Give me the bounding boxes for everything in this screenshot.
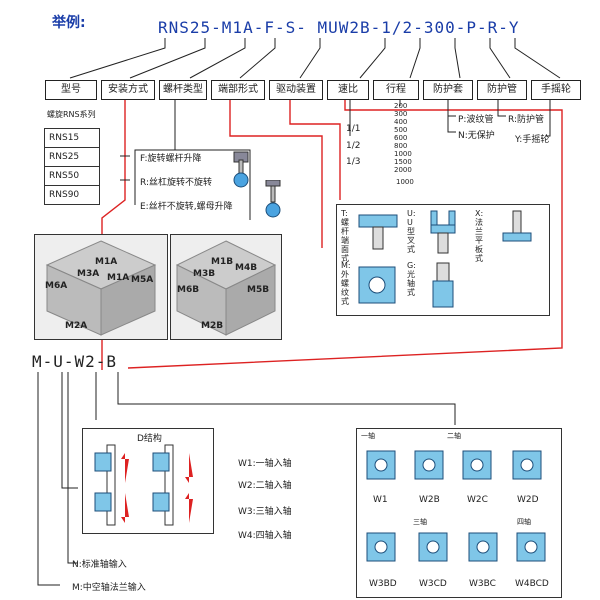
code-box-end: 端部形式 [211, 80, 265, 100]
mount-label: M3B [193, 269, 216, 279]
code-box-boot: 防护套 [423, 80, 473, 100]
example-label: 举例: [52, 15, 86, 31]
tube-r: R:防护管 [508, 115, 545, 125]
shaft-label: W3BC [469, 579, 496, 589]
end-form-t-icon [358, 214, 398, 250]
structure-panel: D结构 [82, 428, 214, 534]
series-item: RNS90 [49, 190, 80, 200]
end-forms-panel: T:螺杆端面式 U:U型叉式 X:法兰平板式 M:外螺纹式 G:光轴式 [336, 204, 550, 316]
stroke-list: 200 300 400 500 600 800 1000 1500 2000 [394, 102, 412, 174]
mount-label: M5B [247, 285, 270, 295]
mount-label: M6B [177, 285, 200, 295]
mount-label: M4B [235, 263, 258, 273]
input-w2: W2:二轴入轴 [238, 481, 292, 491]
structure-graphic [94, 444, 193, 526]
end-form-u-icon [430, 210, 456, 254]
mount-left-graphic [45, 240, 157, 336]
end-form-t-label: T:螺杆端面式 [341, 209, 349, 263]
structure-title: D结构 [137, 434, 162, 444]
shaft-label: W4BCD [515, 579, 549, 589]
ratio-2: 1/2 [346, 141, 361, 151]
shaft-panel: 一轴 二轴 三轴 四轴 W1 W2B W2C W2D W3BD W3CD W3B… [356, 428, 562, 598]
end-form-x-label: X:法兰平板式 [475, 209, 484, 263]
series-item: RNS50 [45, 167, 99, 186]
boot-n: N:无保护 [458, 131, 495, 141]
mount-diagram-right: M1B M4B M5B M6B M2B M3B [170, 234, 282, 340]
shaft-label: W2C [467, 495, 488, 505]
code-box-ratio: 速比 [327, 80, 369, 100]
shaft-label: W3BD [369, 579, 397, 589]
ratio-1: 1/1 [346, 124, 361, 134]
screw-type-f: F:旋转螺杆升降 [140, 154, 202, 164]
nut-icon [233, 151, 249, 188]
mount-label: M2B [201, 321, 224, 331]
code-box-mount: 安装方式 [101, 80, 155, 100]
shaft-label: W3CD [419, 579, 447, 589]
input-type-n: N:标准轴输入 [72, 560, 127, 570]
mount-label: M1A [95, 257, 118, 267]
end-form-g-icon [432, 262, 454, 308]
screw-type-r: R:丝杠旋转不旋转 [140, 178, 213, 188]
mount-label: M2A [65, 321, 88, 331]
shaft-label: W2B [419, 495, 440, 505]
code-box-tube: 防护管 [477, 80, 527, 100]
mount-label: M1B [211, 257, 234, 267]
series-list: RNS15 RNS25 RNS50 RNS90 [44, 128, 100, 205]
input-w4: W4:四轴入轴 [238, 531, 292, 541]
mount-label: M1A [107, 273, 130, 283]
mount-right-graphic [175, 240, 277, 336]
stroke-last: 1000 [396, 178, 414, 186]
series-item: RNS25 [45, 148, 99, 167]
shaft-label: W1 [373, 495, 388, 505]
input-type-m: M:中空轴法兰输入 [72, 583, 146, 593]
handwheel-y: Y:手摇轮 [515, 135, 550, 145]
shaft-group-2: 二轴 [447, 432, 461, 440]
shaft-icons [366, 450, 546, 562]
shaft-group-3: 三轴 [413, 518, 427, 526]
code-box-handwheel: 手摇轮 [531, 80, 581, 100]
boot-p: P:波纹管 [458, 115, 494, 125]
code-box-stroke: 行程 [373, 80, 419, 100]
end-form-u-label: U:U型叉式 [407, 209, 416, 254]
end-form-g-label: G:光轴式 [407, 261, 416, 297]
mount-label: M3A [77, 269, 100, 279]
code-box-model: 型号 [45, 80, 97, 100]
input-w3: W3:三轴入轴 [238, 507, 292, 517]
model-code: RNS25-M1A-F-S- MUW2B-1/2-300-P-R-Y [158, 18, 520, 37]
shaft-group-4: 四轴 [517, 518, 531, 526]
code-box-screw: 螺杆类型 [159, 80, 207, 100]
ratio-3: 1/3 [346, 157, 361, 167]
mount-label: M6A [45, 281, 68, 291]
shaft-group-1: 一轴 [361, 432, 375, 440]
shaft-label: W2D [517, 495, 539, 505]
mount-label: M5A [131, 275, 154, 285]
screw-type-e: E:丝杆不旋转,螺母升降 [140, 202, 233, 212]
input-w1: W1:一轴入轴 [238, 459, 292, 469]
series-item: RNS15 [45, 129, 99, 148]
end-form-x-icon [502, 210, 532, 242]
series-note: 螺旋RNS系列 [47, 110, 96, 119]
end-form-m-icon [358, 266, 396, 304]
end-form-m-label: M:外螺纹式 [341, 261, 351, 306]
mount-diagram-left: M1A M1A M5A M6A M2A M3A [34, 234, 168, 340]
code-box-drive: 驱动装置 [269, 80, 323, 100]
mu-code: M-U-W2-B [32, 352, 118, 371]
screw-icon [265, 180, 281, 218]
